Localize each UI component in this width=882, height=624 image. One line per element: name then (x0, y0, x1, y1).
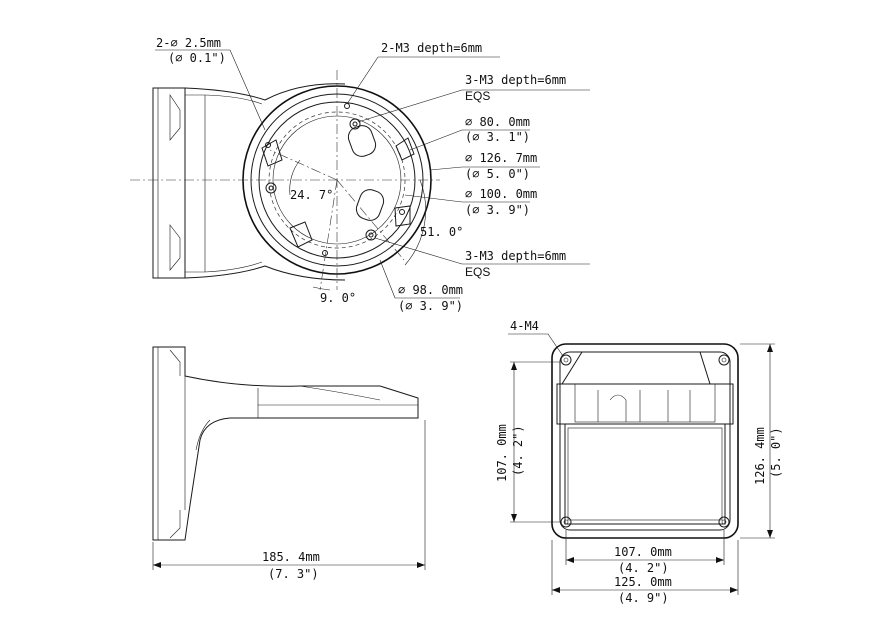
dim-80: ∅ 80. 0mm (465, 115, 530, 129)
dim-height-inner: 107. 0mm (495, 424, 509, 482)
dim-height-outer-inch: (5. 0") (769, 427, 783, 478)
dim-width-inner-inch: (4. 2") (618, 561, 669, 575)
eqs-1: EQS (465, 89, 490, 103)
dim-100-inch: (∅ 3. 9") (465, 203, 530, 217)
dim-98-inch: (∅ 3. 9") (398, 299, 463, 313)
m3-depth-eqs-1: 3-M3 depth=6mm (465, 73, 566, 87)
dim-height-outer: 126. 4mm (753, 427, 767, 485)
m3-depth-top: 2-M3 depth=6mm (381, 41, 482, 55)
dim-98: ∅ 98. 0mm (398, 283, 463, 297)
front-view-labels: 4-M4 107. 0mm (4. 2") 126. 4mm (5. 0") 1… (495, 319, 783, 605)
holes-label-inch: (∅ 0.1") (168, 51, 226, 65)
top-view (130, 49, 590, 299)
angle-9-0: 9. 0° (320, 291, 356, 305)
front-view (508, 333, 775, 595)
holes-label: 2-∅ 2.5mm (156, 36, 221, 50)
dim-width-outer-inch: (4. 9") (618, 591, 669, 605)
dim-100: ∅ 100. 0mm (465, 187, 537, 201)
dim-80-inch: (∅ 3. 1") (465, 130, 530, 144)
eqs-2: EQS (465, 265, 490, 279)
angle-51-0: 51. 0° (420, 225, 463, 239)
dim-width-inner: 107. 0mm (614, 545, 672, 559)
top-view-labels: 2-∅ 2.5mm (∅ 0.1") 2-M3 depth=6mm 3-M3 d… (156, 36, 566, 313)
angle-24-7: 24. 7° (290, 188, 333, 202)
holes-m4: 4-M4 (510, 319, 539, 333)
dim-126: ∅ 126. 7mm (465, 151, 537, 165)
dim-length: 185. 4mm (262, 550, 320, 564)
side-view-labels: 185. 4mm (7. 3") (262, 550, 320, 581)
dim-126-inch: (∅ 5. 0") (465, 167, 530, 181)
dim-length-inch: (7. 3") (268, 567, 319, 581)
dim-height-inner-inch: (4. 2") (511, 425, 525, 476)
dim-width-outer: 125. 0mm (614, 575, 672, 589)
m3-depth-eqs-2: 3-M3 depth=6mm (465, 249, 566, 263)
side-view (152, 346, 426, 570)
